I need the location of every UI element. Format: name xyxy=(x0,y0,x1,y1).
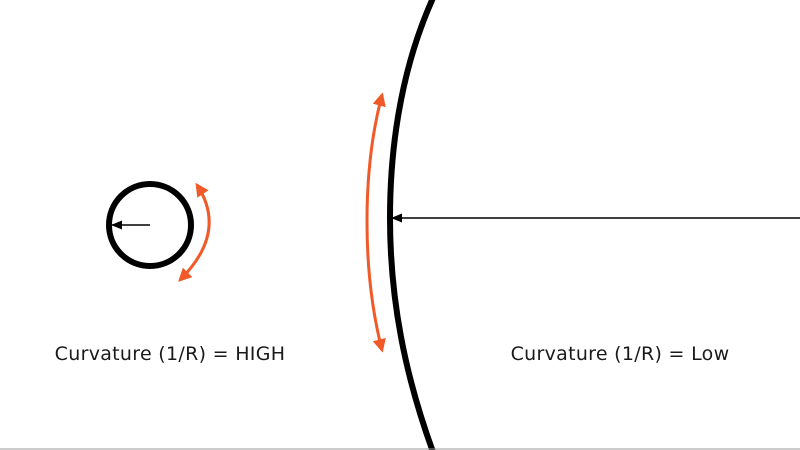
large-circle-group xyxy=(365,0,800,450)
large-circle-curvature-label: Curvature (1/R) = Low xyxy=(511,343,730,365)
small-circle-curvature-label: Curvature (1/R) = HIGH xyxy=(55,343,286,365)
large-arc-arrow-icon xyxy=(365,92,386,353)
large-circle-arc xyxy=(386,0,436,450)
small-circle-group xyxy=(106,181,211,282)
small-arc-arrow-icon xyxy=(178,182,211,282)
